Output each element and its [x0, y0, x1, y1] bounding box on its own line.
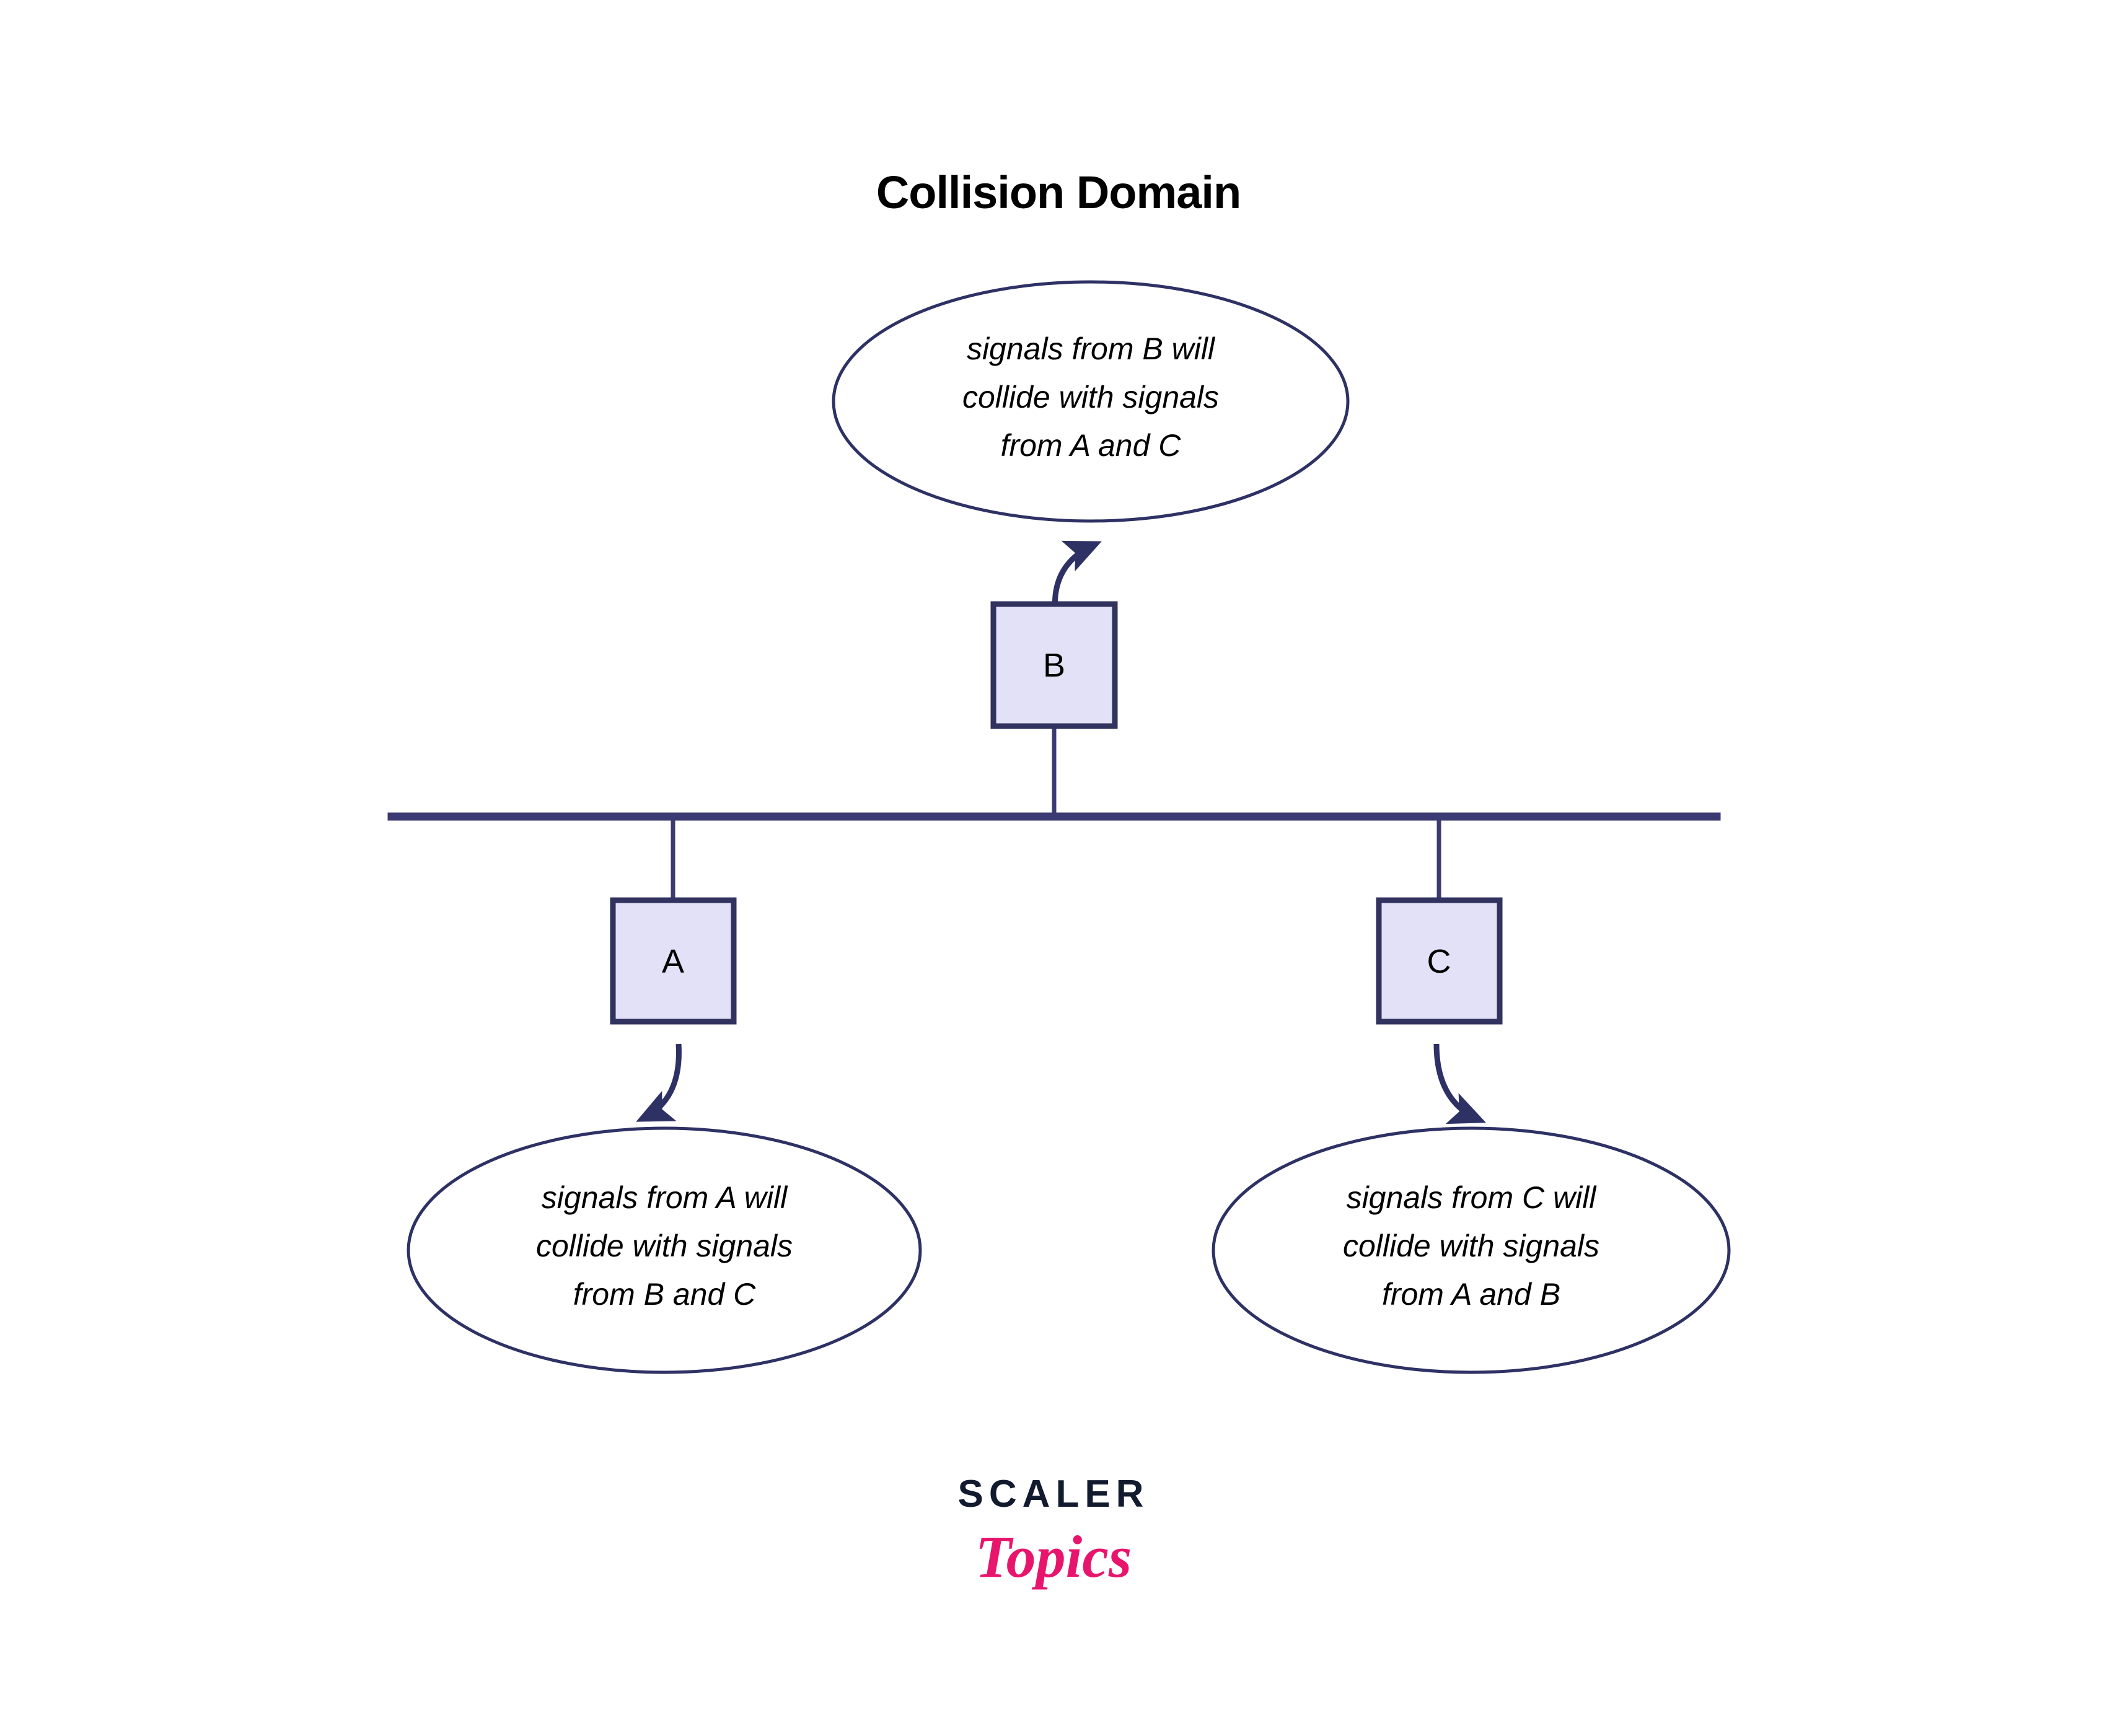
node-b-box[interactable] [990, 601, 1118, 729]
callout-bubble-b [832, 280, 1350, 523]
callout-a-line-2: collide with signals [536, 1229, 793, 1263]
node-c-label: C [1427, 943, 1451, 980]
callout-c-line-1: signals from C will [1347, 1180, 1598, 1215]
callout-bubble-c [1212, 1126, 1731, 1374]
node-b-label: B [1043, 647, 1065, 684]
node-c-box[interactable] [1376, 897, 1503, 1025]
node-a-label: A [662, 943, 684, 980]
node-a-box[interactable] [610, 897, 737, 1025]
callout-a-line-1: signals from A will [542, 1180, 788, 1215]
callout-c-line-3: from A and B [1382, 1277, 1560, 1312]
callout-b-line-3: from A and C [1001, 428, 1182, 463]
callout-c-line-2: collide with signals [1343, 1229, 1599, 1263]
callout-bubble-a [407, 1126, 922, 1374]
callout-b-line-2: collide with signals [962, 380, 1219, 414]
page-title: Collision Domain [876, 167, 1241, 218]
callout-a-line-3: from B and C [573, 1277, 756, 1312]
arrow-c-to-callout [1433, 1043, 1486, 1124]
callout-b-line-1: signals from B will [967, 331, 1216, 366]
arrow-a-to-callout [636, 1043, 682, 1122]
logo-scaler-wordmark: SCALER [958, 1473, 1150, 1515]
logo-topics-wordmark: Topics [975, 1523, 1132, 1590]
